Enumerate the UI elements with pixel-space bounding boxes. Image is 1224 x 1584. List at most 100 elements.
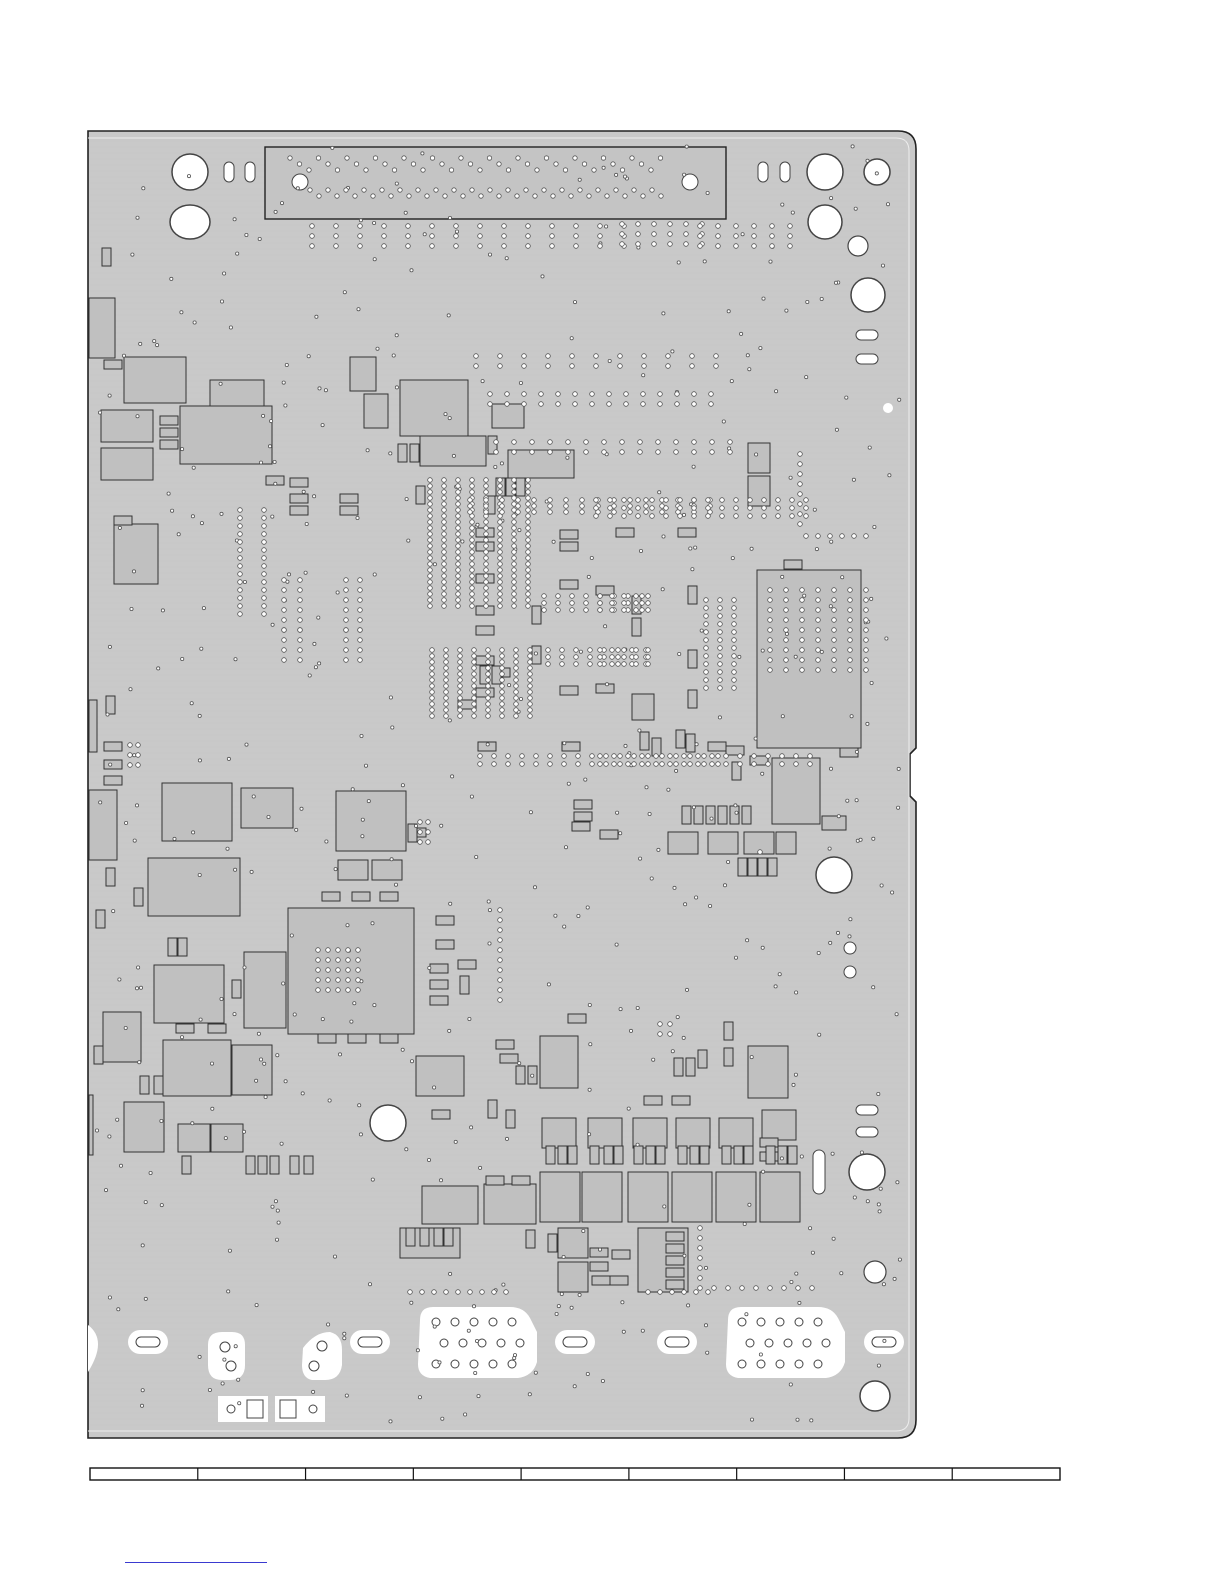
via-icon — [484, 568, 489, 573]
via-icon — [718, 646, 723, 651]
via-icon — [732, 670, 737, 675]
via-icon — [238, 1402, 241, 1405]
via-icon — [706, 514, 711, 519]
via-icon — [832, 658, 837, 663]
via-icon — [718, 716, 721, 719]
via-icon — [484, 526, 489, 531]
via-icon — [427, 1158, 430, 1161]
via-icon — [870, 597, 873, 600]
via-icon — [229, 326, 232, 329]
resistor-icon — [558, 1146, 567, 1164]
via-icon — [548, 504, 553, 509]
resistor-icon — [690, 1146, 699, 1164]
via-icon — [703, 260, 706, 263]
capacitor-icon — [476, 626, 494, 635]
via-icon — [428, 556, 433, 561]
via-icon — [282, 618, 287, 623]
via-icon — [804, 498, 809, 503]
via-icon — [470, 538, 475, 543]
via-icon — [608, 359, 611, 362]
via-icon — [118, 978, 121, 981]
via-icon — [691, 568, 694, 571]
ic-chip-icon — [244, 952, 286, 1028]
via-icon — [336, 988, 341, 993]
via-icon — [252, 795, 255, 798]
via-icon — [443, 194, 447, 198]
via-icon — [666, 364, 671, 369]
via-icon — [512, 490, 517, 495]
via-icon — [769, 260, 772, 263]
capacitor-icon — [666, 1268, 684, 1277]
via-icon — [456, 580, 461, 585]
via-icon — [542, 601, 547, 606]
via-icon — [570, 364, 575, 369]
capacitor-icon — [574, 812, 592, 821]
resistor-icon — [700, 1146, 709, 1164]
via-icon — [430, 244, 435, 249]
via-icon — [688, 762, 693, 767]
via-icon — [790, 506, 795, 511]
via-icon — [468, 504, 473, 509]
via-icon — [310, 224, 315, 229]
via-icon — [144, 1297, 147, 1300]
via-icon — [199, 1018, 202, 1021]
via-icon — [616, 662, 621, 667]
via-icon — [636, 1006, 639, 1009]
via-icon — [748, 1203, 751, 1206]
via-icon — [604, 762, 609, 767]
via-icon — [636, 506, 641, 511]
via-icon — [478, 234, 483, 239]
via-icon — [608, 506, 613, 511]
via-icon — [282, 578, 287, 583]
via-icon — [598, 655, 603, 660]
via-icon — [684, 232, 689, 237]
via-icon — [775, 390, 778, 393]
via-icon — [689, 547, 692, 550]
via-icon — [622, 608, 627, 613]
ic-chip-icon — [772, 758, 820, 824]
via-icon — [358, 648, 363, 653]
via-icon — [310, 234, 315, 239]
via-icon — [284, 1080, 287, 1083]
via-icon — [608, 514, 613, 519]
via-icon — [280, 202, 283, 205]
via-icon — [692, 440, 697, 445]
via-icon — [498, 968, 503, 973]
via-icon — [605, 225, 608, 228]
ic-chip-icon — [178, 1124, 210, 1152]
via-icon — [762, 514, 767, 519]
resistor-icon — [420, 1228, 429, 1246]
via-icon — [632, 188, 636, 192]
via-icon — [784, 648, 789, 653]
resistor-icon — [270, 1156, 279, 1174]
via-icon — [638, 450, 643, 455]
via-icon — [541, 275, 544, 278]
resistor-icon — [516, 1066, 525, 1084]
via-icon — [480, 1290, 485, 1295]
via-icon — [224, 1137, 227, 1140]
via-icon — [602, 450, 607, 455]
via-icon — [308, 188, 312, 192]
resistor-icon — [688, 690, 697, 708]
via-icon — [346, 958, 351, 963]
via-icon — [442, 496, 447, 501]
via-icon — [548, 510, 553, 515]
via-icon — [832, 618, 837, 623]
via-icon — [132, 570, 135, 573]
via-icon — [153, 340, 156, 343]
via-icon — [458, 672, 463, 677]
via-icon — [668, 232, 673, 237]
via-icon — [316, 156, 320, 160]
via-icon — [877, 1092, 880, 1095]
via-icon — [848, 608, 853, 613]
via-icon — [718, 606, 723, 611]
via-icon — [129, 688, 132, 691]
via-icon — [752, 762, 757, 767]
via-icon — [456, 496, 461, 501]
capacitor-icon — [290, 506, 308, 515]
via-icon — [442, 580, 447, 585]
via-icon — [488, 392, 493, 397]
via-icon — [144, 1201, 147, 1204]
scale-ruler — [90, 1468, 1060, 1480]
via-icon — [684, 222, 689, 227]
